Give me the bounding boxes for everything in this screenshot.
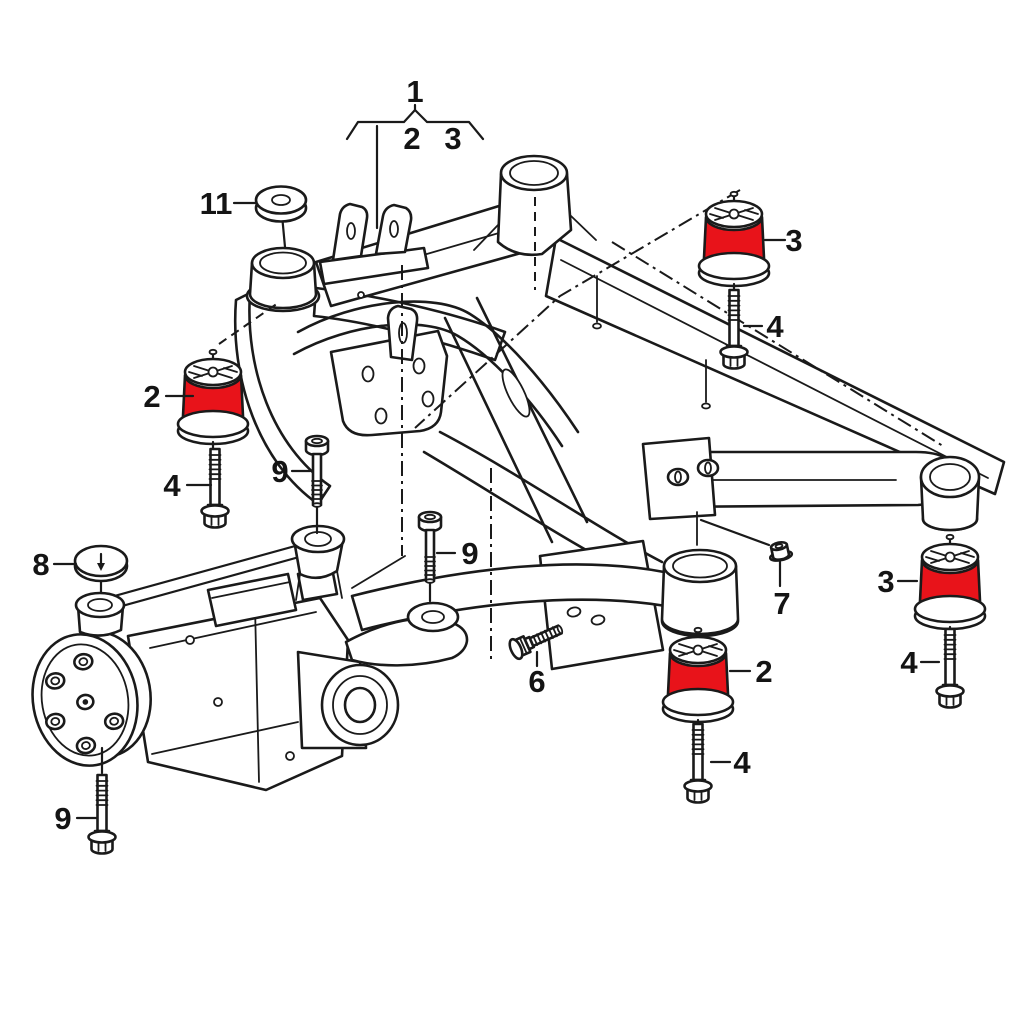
rear-differential <box>31 524 469 792</box>
flange-nut <box>768 541 794 562</box>
alignment-lines <box>218 124 944 660</box>
bushing-rear-right <box>913 533 987 640</box>
callout-bolt-right: 4 <box>900 645 918 680</box>
mount-bolt-center <box>417 510 443 585</box>
rear-subframe <box>233 154 1006 671</box>
callout-bolt-top-right: 4 <box>766 309 784 344</box>
callout-assembly: 1 <box>406 74 423 109</box>
callout-mount-bolt-left: 9 <box>271 454 288 489</box>
bushing-bolt-bottom <box>683 722 713 804</box>
mount-bolt-differential <box>87 773 117 855</box>
callout-mount-bolt-differential: 9 <box>54 801 71 836</box>
callout-bolt-front-left: 4 <box>163 468 181 503</box>
bushing-front-bottom <box>661 626 735 733</box>
cover-cap <box>73 544 129 583</box>
callout-bushing-rear-right: 3 <box>877 564 894 599</box>
bushing-front-left <box>176 348 250 455</box>
callout-cap: 8 <box>32 547 49 582</box>
callout-bracket-bolt: 6 <box>528 664 545 699</box>
callout-mount-bolt-center: 9 <box>461 536 478 571</box>
drive-flange <box>31 630 152 767</box>
bracket-bolt <box>508 624 564 661</box>
callout-bushing-rear-top-right: 3 <box>785 223 802 258</box>
grommet <box>254 185 308 223</box>
callouts: 1 2 3 11 2 4 9 9 8 9 6 7 2 4 3 4 3 4 <box>32 74 941 836</box>
callout-bushing-front-bottom: 2 <box>755 654 772 689</box>
bushing-bolt-front-left <box>200 447 230 529</box>
callout-bolt-bottom: 4 <box>733 745 751 780</box>
callout-grommet: 11 <box>200 186 233 221</box>
callout-bushing-front-left: 2 <box>143 379 160 414</box>
callout-assembly-rear-bushing: 3 <box>444 121 461 156</box>
bushing-bolt-right <box>935 627 965 709</box>
callout-nut: 7 <box>773 586 790 621</box>
bushing-rear-top-right <box>697 190 771 297</box>
assembly-bracket <box>345 103 485 141</box>
callout-assembly-front-bushing: 2 <box>403 121 420 156</box>
leader-lines <box>99 213 782 775</box>
